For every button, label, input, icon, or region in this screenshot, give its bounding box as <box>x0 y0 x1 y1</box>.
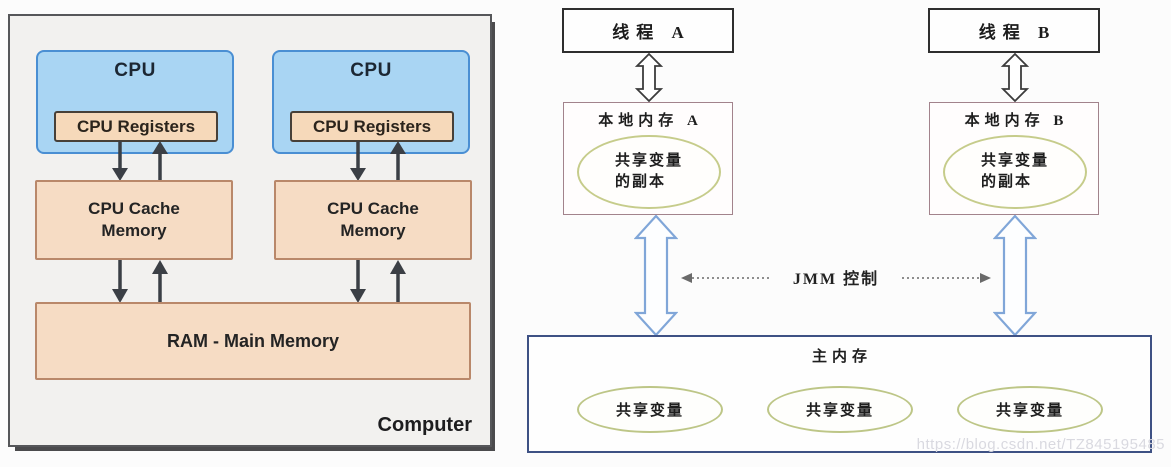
cpu-cache-b-label: CPU Cache Memory <box>327 198 419 240</box>
local-memory-a-title: 本地内存 A <box>598 113 703 129</box>
shared-variable-copy-label: 共享变量 的副本 <box>980 153 1049 190</box>
cpu-a-registers-box: CPU Registers <box>54 111 218 142</box>
cpu-cache-box-a: CPU Cache Memory <box>35 180 233 260</box>
main-memory-title: 主内存 <box>811 349 872 365</box>
ram-main-memory-box: RAM - Main Memory <box>35 302 471 380</box>
cpu-a-registers-label: CPU Registers <box>76 116 196 136</box>
computer-caption: Computer <box>377 414 472 436</box>
shared-variable-copy-ellipse: 共享变量 的副本 <box>577 135 721 209</box>
thread-a-label: 线程 A <box>612 23 691 42</box>
local-memory-a-box: 本地内存 A 共享变量 的副本 <box>563 102 733 215</box>
cpu-b-registers-box: CPU Registers <box>290 111 454 142</box>
thread-b-box: 线程 B <box>928 8 1100 53</box>
jmm-control-label: JMM 控制 <box>771 264 901 290</box>
down-up-arrows-icon <box>112 260 168 303</box>
shared-variable-copy-label: 共享变量 的副本 <box>614 153 683 190</box>
big-double-arrow-icon <box>993 215 1037 336</box>
down-up-arrows-icon <box>350 141 406 181</box>
thread-a-box: 线程 A <box>562 8 734 53</box>
thread-b-label: 线程 B <box>978 23 1057 42</box>
cpu-b-registers-label: CPU Registers <box>312 116 432 136</box>
double-arrow-icon <box>1000 53 1030 102</box>
big-double-arrow-icon <box>634 215 678 336</box>
local-memory-b-box: 本地内存 B 共享变量 的副本 <box>929 102 1099 215</box>
shared-variable-ellipse: 共享变量 <box>957 386 1103 433</box>
jmm-dashed-connector-icon <box>681 273 991 283</box>
cpu-b-title: CPU <box>350 60 392 81</box>
shared-variable-ellipse: 共享变量 <box>767 386 913 433</box>
down-up-arrows-icon <box>350 260 406 303</box>
ram-label: RAM - Main Memory <box>166 330 339 351</box>
down-up-arrows-icon <box>112 141 168 181</box>
cpu-cache-box-b: CPU Cache Memory <box>274 180 472 260</box>
cpu-box-b: CPU CPU Registers <box>272 50 470 154</box>
shared-variable-label: 共享变量 <box>615 403 684 419</box>
shared-variable-label: 共享变量 <box>805 403 874 419</box>
shared-variable-ellipse: 共享变量 <box>577 386 723 433</box>
main-memory-box: 主内存 共享变量 共享变量 共享变量 <box>527 335 1152 453</box>
computer-panel: CPU CPU Registers CPU CPU Registers <box>8 14 492 447</box>
cpu-a-title: CPU <box>114 60 156 81</box>
shared-variable-label: 共享变量 <box>995 403 1064 419</box>
cpu-box-a: CPU CPU Registers <box>36 50 234 154</box>
double-arrow-icon <box>634 53 664 102</box>
local-memory-b-title: 本地内存 B <box>964 113 1069 129</box>
cpu-cache-a-label: CPU Cache Memory <box>88 198 180 240</box>
watermark-url: https://blog.csdn.net/TZ845195485 <box>916 436 1165 453</box>
shared-variable-copy-ellipse: 共享变量 的副本 <box>943 135 1087 209</box>
